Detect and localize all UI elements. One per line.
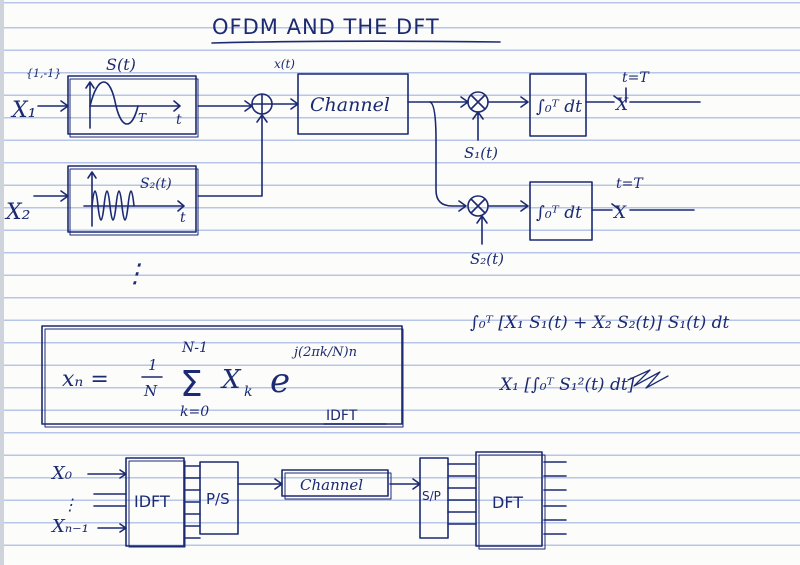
ps-block-label: P/S bbox=[206, 490, 230, 508]
integrator-2-label: ∫₀ᵀ dt bbox=[536, 203, 582, 223]
title-underline bbox=[211, 40, 501, 44]
box2-to-sum-line bbox=[197, 114, 268, 197]
box1-to-sum-arrow bbox=[197, 100, 253, 112]
bottom-input-dots: ⋮ bbox=[62, 495, 78, 514]
idft-frac-den: N bbox=[143, 382, 158, 400]
mult2-to-int2-arrow bbox=[487, 200, 529, 212]
idft-block bbox=[125, 457, 185, 547]
signal-2-box bbox=[67, 165, 197, 233]
mult-2-x bbox=[470, 198, 486, 214]
idft-sum-lower: k=0 bbox=[180, 404, 209, 420]
bottom-input-arrow-first bbox=[87, 469, 127, 479]
channel-block bbox=[281, 469, 389, 497]
signal-2-axis-t: t bbox=[180, 210, 186, 226]
signal-2-box-shadow bbox=[69, 168, 199, 236]
int2-output-line bbox=[591, 203, 695, 211]
integrator-2-box bbox=[529, 181, 593, 241]
mult-1-x bbox=[470, 94, 486, 110]
idft-label: IDFT bbox=[326, 408, 358, 424]
sp-to-dft-lines bbox=[447, 463, 477, 525]
bottom-input-first: X₀ bbox=[50, 463, 72, 484]
channel-to-mult2-line bbox=[429, 101, 467, 212]
sp-block bbox=[419, 457, 449, 539]
signal-1-axis bbox=[85, 81, 181, 129]
channel-box bbox=[297, 73, 409, 135]
idft-term: X bbox=[220, 365, 242, 395]
int1-output-line bbox=[585, 95, 701, 103]
bottom-input-arrow-mid bbox=[93, 493, 127, 507]
idft-block-shadow bbox=[128, 460, 186, 548]
sum-to-channel-arrow bbox=[271, 98, 299, 110]
idft-exponent: j(2πk/N)n bbox=[291, 345, 357, 360]
sum-cross bbox=[252, 94, 272, 114]
sample-2-label: t=T bbox=[616, 176, 644, 192]
signal-1-label: S(t) bbox=[106, 55, 136, 74]
mult-1-input-arrow bbox=[472, 111, 484, 141]
idft-exp-base: e bbox=[270, 361, 290, 401]
input-1-label: X₁ bbox=[10, 98, 36, 123]
ps-to-channel-arrow bbox=[237, 478, 283, 490]
dft-block-shadow bbox=[478, 454, 546, 550]
idft-frac-num: 1 bbox=[148, 356, 158, 374]
idft-block-label: IDFT bbox=[134, 492, 170, 511]
sp-block-label: S/P bbox=[422, 489, 441, 503]
signal-2-waveform bbox=[91, 190, 135, 221]
idft-to-ps-lines bbox=[185, 465, 201, 539]
mult-1-input-label: S₁(t) bbox=[464, 144, 498, 162]
signal-1-waveform bbox=[89, 81, 139, 125]
idft-lhs: xₙ = bbox=[62, 367, 109, 392]
signal-2-axis bbox=[83, 171, 185, 227]
channel-block-label: Channel bbox=[300, 476, 363, 494]
idft-formula-box-shadow bbox=[44, 328, 404, 428]
integrator-1-box bbox=[529, 73, 587, 137]
ps-block bbox=[199, 461, 239, 535]
page-title: OFDM AND THE DFT bbox=[212, 15, 440, 39]
mult1-to-int1-arrow bbox=[487, 96, 529, 108]
bottom-input-arrow-last bbox=[97, 523, 127, 533]
channel-to-sp-arrow bbox=[389, 478, 421, 490]
equation-line-2: X₁ [∫₀ᵀ S₁²(t) dt] bbox=[498, 375, 635, 395]
bottom-input-last: Xₙ₋₁ bbox=[50, 516, 89, 537]
signal-1-box bbox=[67, 75, 197, 135]
more-branches-dots: ⋮ bbox=[122, 259, 148, 289]
input-2-arrow bbox=[33, 190, 69, 202]
idft-term-sub: k bbox=[244, 384, 252, 400]
output-2-label: X bbox=[612, 203, 627, 223]
idft-sum-upper: N-1 bbox=[181, 340, 208, 356]
equation-line-1: ∫₀ᵀ [X₁ S₁(t) + X₂ S₂(t)] S₁(t) dt bbox=[470, 313, 730, 333]
input-1-set: {1,-1} bbox=[26, 67, 61, 80]
dft-output-lines bbox=[543, 461, 567, 535]
signal-1-axis-T: T bbox=[138, 111, 147, 125]
idft-formula-box bbox=[41, 325, 403, 425]
input-2-label: X₂ bbox=[4, 200, 30, 225]
sum-output-label: x(t) bbox=[274, 57, 295, 71]
idft-sum-symbol: Σ bbox=[180, 364, 203, 405]
channel-to-mult1-arrow bbox=[407, 96, 469, 108]
channel-label: Channel bbox=[310, 94, 390, 116]
mult-2-input-label: S₂(t) bbox=[470, 250, 504, 268]
signal-1-box-shadow bbox=[69, 78, 199, 138]
channel-block-shadow bbox=[284, 472, 392, 500]
dft-block bbox=[475, 451, 543, 547]
integrator-1-label: ∫₀ᵀ dt bbox=[536, 97, 582, 117]
scribble-out bbox=[627, 369, 669, 389]
dft-block-label: DFT bbox=[492, 493, 523, 512]
sample-1-label: t=T bbox=[622, 70, 650, 86]
signal-2-label: S₂(t) bbox=[140, 176, 172, 192]
signal-1-axis-t: t bbox=[176, 112, 182, 128]
mult-2-input-arrow bbox=[476, 215, 488, 245]
